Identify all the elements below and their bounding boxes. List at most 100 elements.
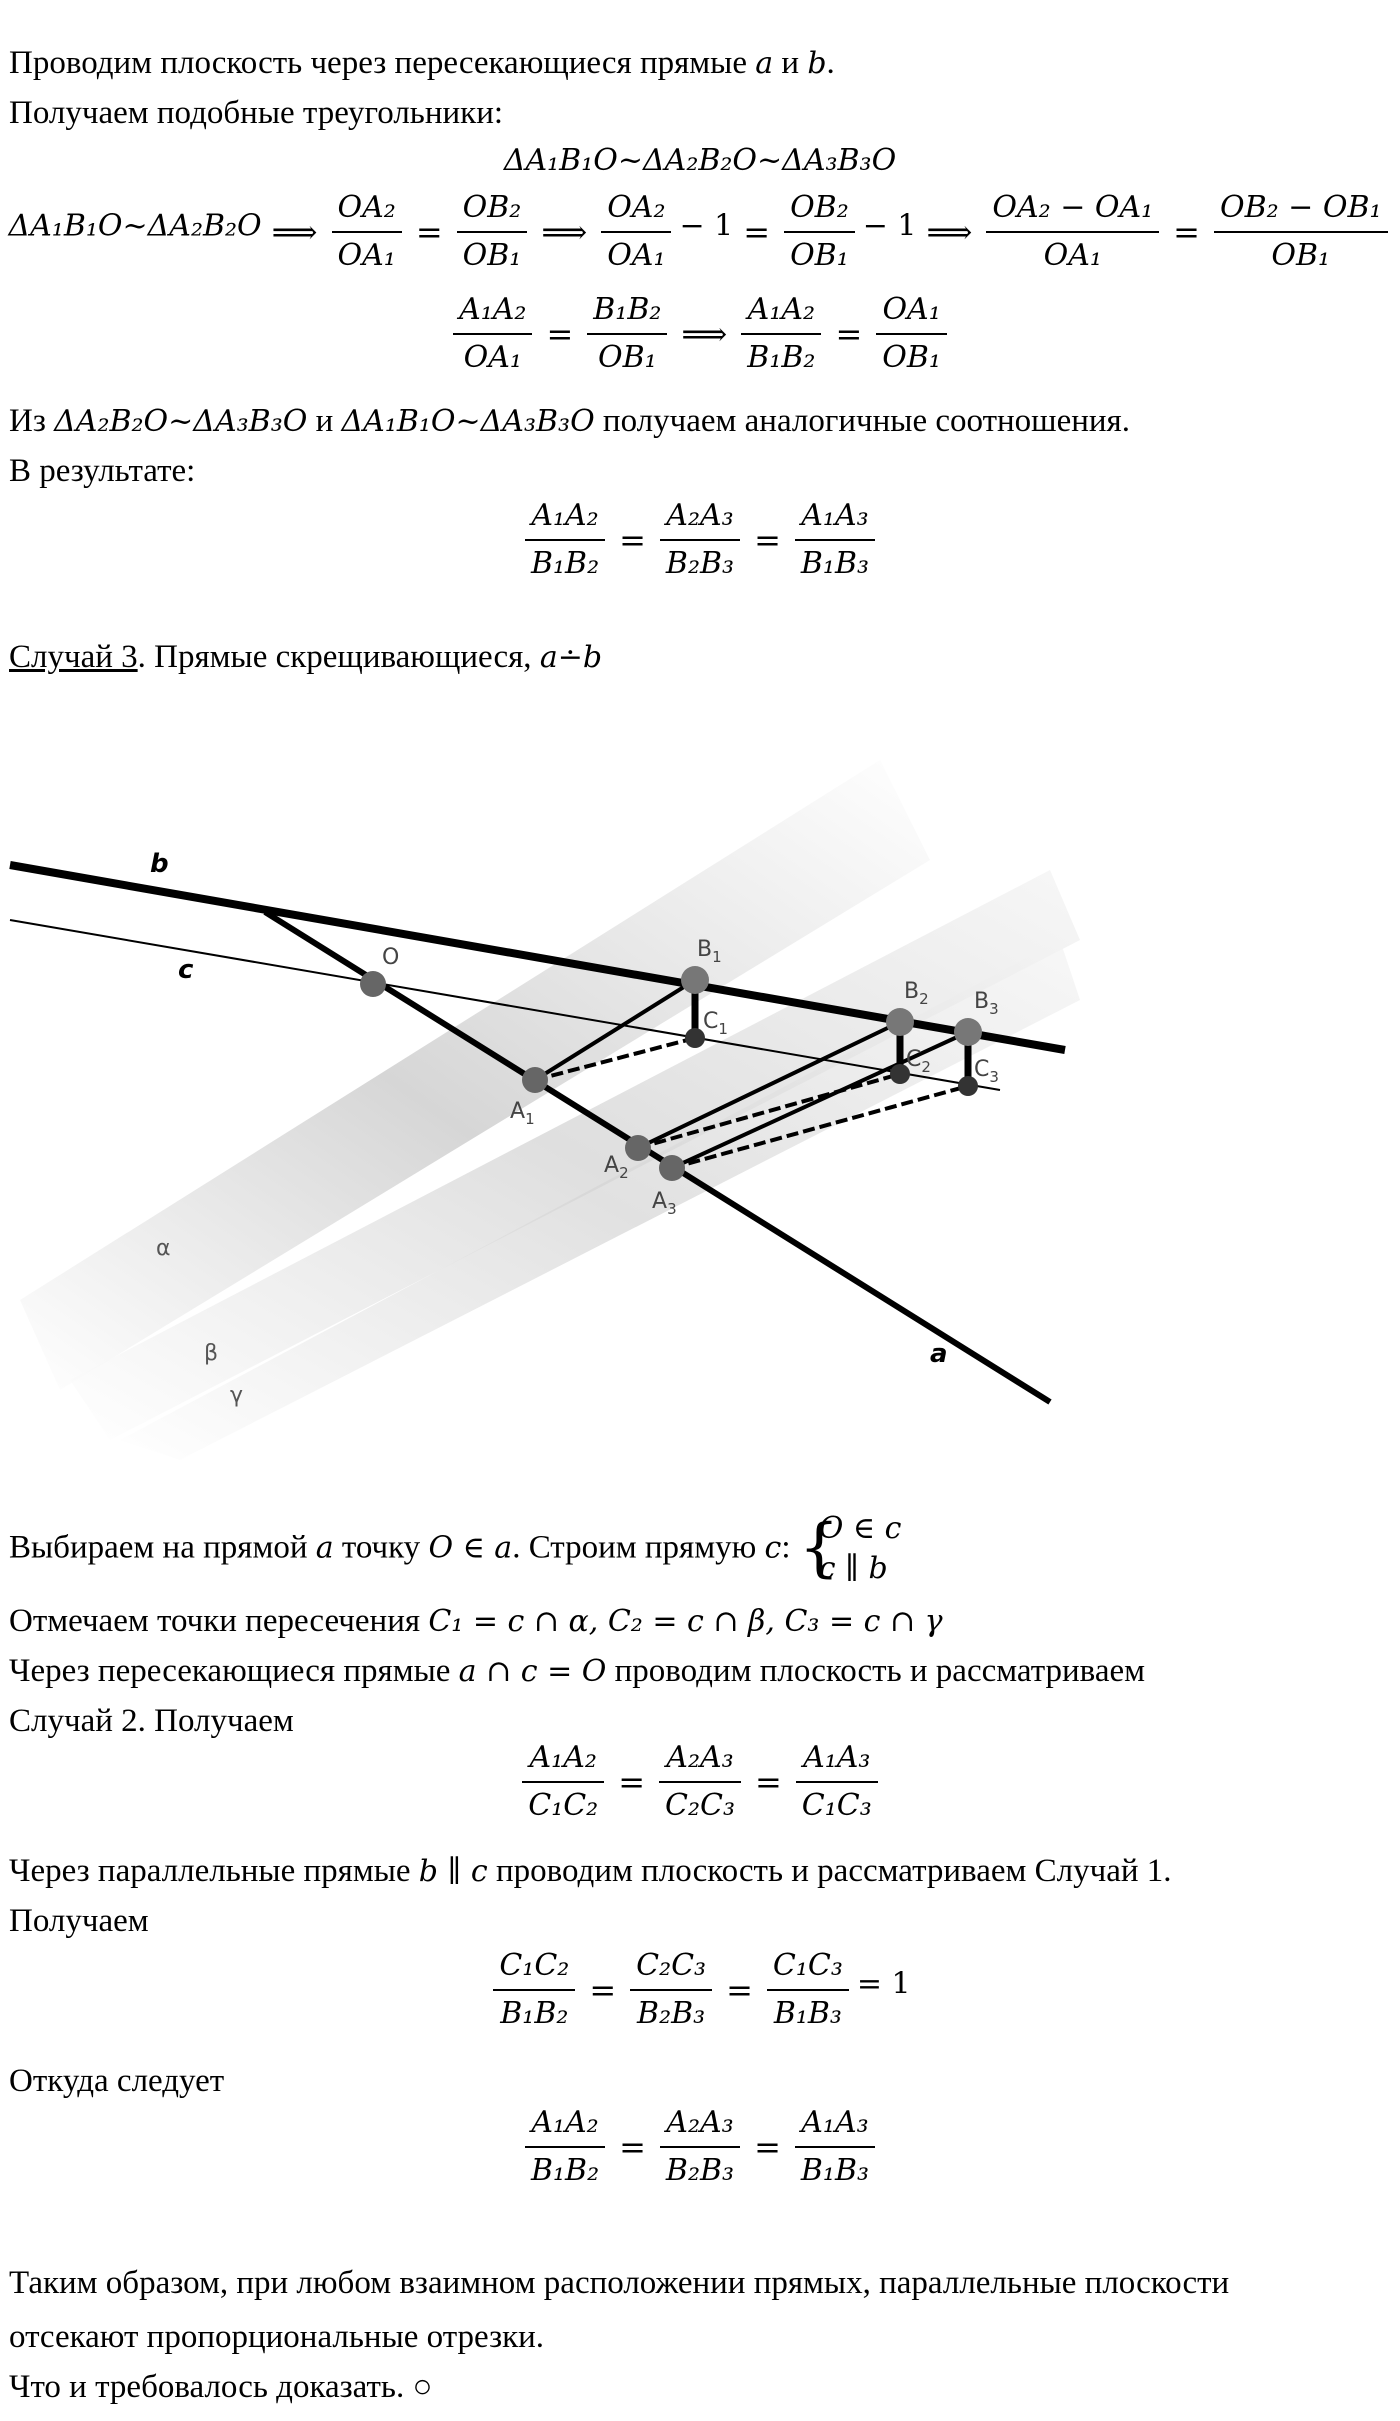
qed-line: Что и требовалось доказать. ○	[9, 2366, 432, 2408]
point-o-in-a: O ∈ a	[428, 1530, 513, 1566]
segment-a2-b2	[637, 1020, 901, 1150]
label-alpha: α	[156, 1236, 171, 1261]
intersections-formula: C₁ = c ∩ α, C₂ = c ∩ β, C₃ = c ∩ γ	[428, 1604, 943, 1639]
plane-alpha	[20, 760, 930, 1390]
get-line: Получаем	[9, 1903, 149, 1939]
skew-notation: a∸b	[539, 640, 603, 675]
intersecting-formula: a ∩ c = O	[458, 1654, 607, 1689]
point-A1	[522, 1067, 548, 1093]
intro-text: Проводим плоскость через пересекающиеся …	[9, 45, 756, 81]
label-gamma: γ	[230, 1383, 243, 1408]
label-A3: A3	[652, 1189, 677, 1218]
minus-one: − 1	[679, 208, 734, 244]
segment-a3-b3	[671, 1030, 969, 1170]
construction-line: Выбираем на прямой a точку O ∈ a. Строим…	[9, 1510, 1039, 1590]
equals-one: = 1	[856, 1966, 911, 2002]
implies-symbol: ⟹	[926, 213, 973, 251]
point-C1	[685, 1028, 705, 1048]
similarity-1-3: ΔA₁B₁O~ΔA₃B₃O	[341, 404, 595, 439]
plane-gamma	[120, 940, 1080, 1460]
line-a	[263, 909, 1052, 1405]
label-O: O	[382, 945, 399, 970]
label-C2: C2	[906, 1047, 931, 1076]
hence-line: Откуда следует	[9, 2063, 225, 2099]
line-a-symbol: a	[755, 46, 774, 81]
conclusion-line-1: Таким образом, при любом взаимном распол…	[9, 2265, 1230, 2301]
point-A2	[625, 1135, 651, 1161]
intro-line-2: Получаем подобные треугольники:	[9, 95, 504, 131]
similarity-chain-formula: ΔA₁B₁O~ΔA₂B₂O~ΔA₃B₃O	[503, 143, 897, 178]
parallel-line: Через параллельные прямые b ∥ c проводим…	[9, 1853, 1172, 1889]
equals-symbol: =	[415, 213, 443, 251]
case-3-title: Случай 3	[9, 639, 138, 675]
label-B1: B1	[697, 937, 722, 966]
intro-period: .	[826, 45, 835, 81]
label-C3: C3	[974, 1057, 999, 1086]
derivation-premise: ΔA₁B₁O~ΔA₂B₂O	[8, 208, 262, 244]
equals-symbol: =	[1173, 213, 1200, 251]
similarity-chain: ΔA₁B₁O~ΔA₂B₂O~ΔA₃B₃O	[0, 142, 1400, 179]
point-C3	[958, 1076, 978, 1096]
implies-symbol: ⟹	[681, 315, 728, 353]
point-O	[360, 971, 386, 997]
equals-symbol: =	[546, 315, 574, 353]
case-3-heading: Случай 3. Прямые скрещивающиеся, a∸b	[9, 639, 603, 675]
point-B3	[954, 1018, 982, 1046]
through-line: Через пересекающиеся прямые a ∩ c = O пр…	[9, 1653, 1146, 1689]
label-a: a	[930, 1339, 948, 1369]
label-B2: B2	[904, 979, 929, 1008]
system-line-1: O ∈ c	[818, 1511, 902, 1546]
point-B2	[886, 1008, 914, 1036]
segment-a2-c2	[637, 1072, 901, 1150]
label-C1: C1	[703, 1009, 728, 1038]
similarity-2-3: ΔA₂B₂O~ΔA₃B₃O	[54, 404, 308, 439]
label-c: c	[178, 955, 194, 985]
equals-symbol: =	[835, 315, 863, 353]
skew-lines-figure: b c a O A1 A2 A3 B1 B2 B3 C1 C2 C3 α β γ	[9, 760, 1080, 1460]
point-C2	[890, 1064, 910, 1084]
parallel-formula: b ∥ c	[418, 1854, 488, 1889]
qed-text: Что и требовалось доказать.	[9, 2369, 405, 2405]
label-B3: B3	[974, 989, 999, 1018]
case-2-line: Случай 2. Получаем	[9, 1703, 294, 1739]
equals-symbol: =	[743, 213, 771, 251]
intro-line-1: Проводим плоскость через пересекающиеся …	[9, 42, 835, 85]
construction-system: { O ∈ c c ∥ b	[798, 1511, 902, 1586]
segment-a1-b1	[533, 978, 697, 1082]
line-c	[9, 919, 1001, 1091]
conclusion-line-2: отсекают пропорциональные отрезки.	[9, 2319, 545, 2355]
point-A3	[659, 1155, 685, 1181]
point-B1	[681, 966, 709, 994]
label-b: b	[150, 849, 169, 879]
result-label: В результате:	[9, 453, 196, 489]
system-line-2: c ∥ b	[818, 1551, 888, 1586]
plane-beta	[70, 870, 1080, 1440]
minus-one: − 1	[862, 208, 917, 244]
intro-and: и	[773, 45, 808, 81]
analog-line: Из ΔA₂B₂O~ΔA₃B₃O и ΔA₁B₁O~ΔA₃B₃O получае…	[9, 403, 1130, 439]
intersections-line: Отмечаем точки пересечения C₁ = c ∩ α, C…	[9, 1603, 943, 1639]
label-A2: A2	[604, 1153, 629, 1182]
label-A1: A1	[510, 1099, 535, 1128]
segment-a3-c3	[671, 1084, 969, 1170]
segment-a1-c1	[534, 1036, 696, 1082]
qed-mark: ○	[412, 2369, 433, 2405]
implies-symbol: ⟹	[271, 213, 318, 251]
